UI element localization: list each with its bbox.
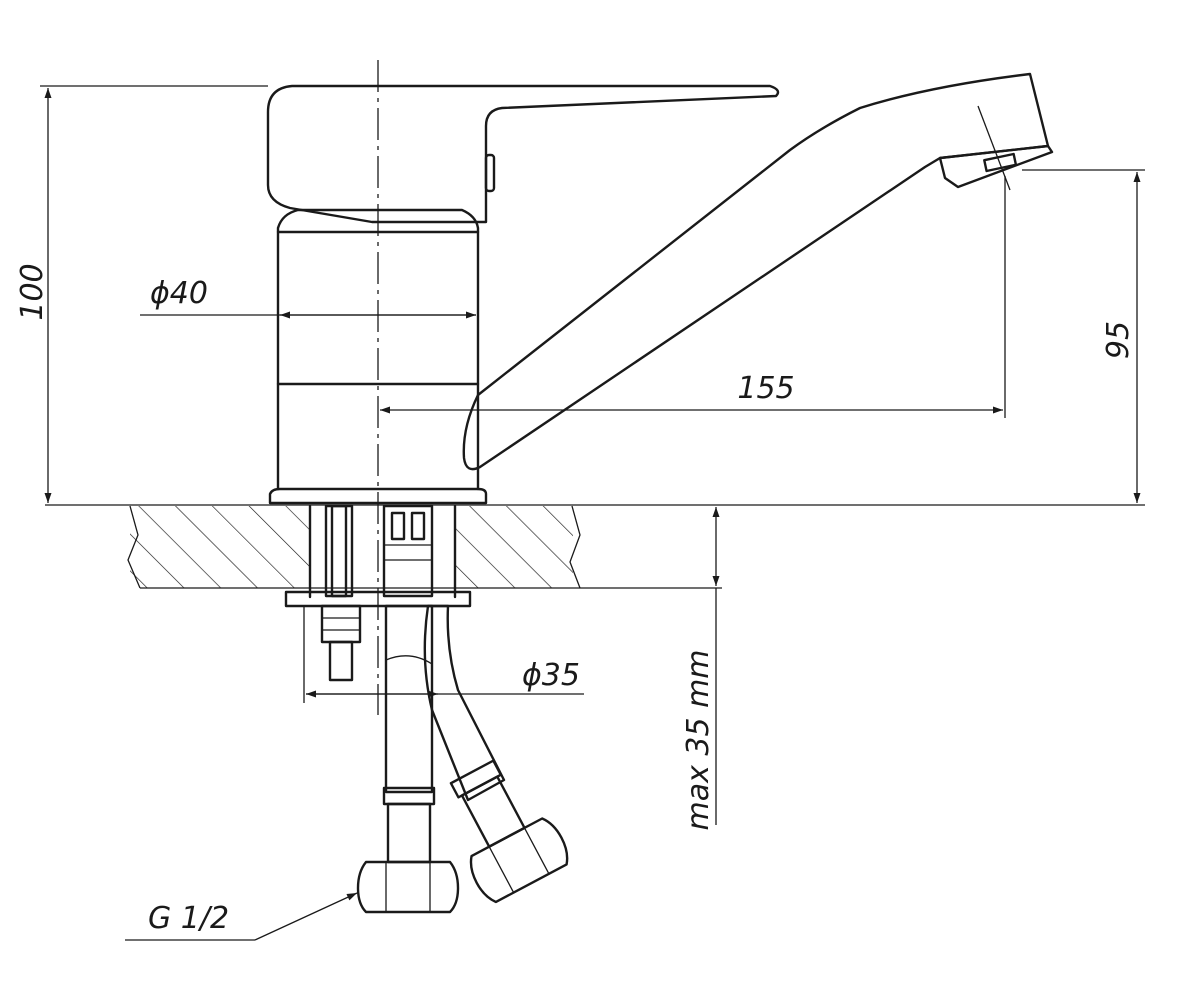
mounting-assembly (284, 504, 472, 682)
label-spout-height: 95 (1101, 321, 1136, 359)
dimension-counter-thickness: max 35 mm (681, 507, 720, 831)
label-spout-reach: 155 (737, 371, 794, 406)
lever-cap (266, 84, 780, 224)
hose-angled-end (449, 759, 569, 904)
label-mounting-diameter: ϕ35 (522, 658, 580, 693)
lever-handle (266, 84, 780, 224)
dimension-body-diameter: ϕ40 (140, 276, 476, 319)
mounting-rod (328, 640, 354, 682)
aerator (938, 144, 1054, 189)
hose-fitting-slot-left (390, 511, 406, 541)
countertop-break-right (569, 505, 581, 589)
mounting-washer (284, 590, 472, 608)
dimension-mounting-diameter: ϕ35 (303, 606, 584, 703)
dimension-overall-height: 100 (15, 85, 268, 503)
mount-stud-core (330, 504, 348, 598)
hose-overlap-line (385, 655, 433, 665)
dimension-spout-height: 95 (1022, 169, 1145, 503)
hose-fitting-slot-right (410, 511, 426, 541)
hose-angled (423, 604, 506, 802)
countertop-hatch-right (455, 506, 573, 588)
mount-stud (324, 504, 354, 598)
callout-connection-thread: G 1/2 (125, 892, 358, 941)
hex-nut-flat-4 (523, 827, 550, 875)
countertop-section (45, 504, 1145, 589)
hose-straight-hex-nut (356, 860, 460, 914)
leader-arrow (254, 892, 358, 941)
spout-tube (462, 72, 1050, 471)
mounting-nut (320, 604, 362, 644)
dimension-spout-reach: 155 (380, 176, 1006, 418)
countertop-break-left (127, 505, 141, 589)
flexible-hoses (356, 604, 569, 914)
hose-straight-ferrule (382, 786, 436, 806)
hex-nut-flat-3 (488, 846, 515, 893)
hose-straight (384, 604, 434, 794)
label-overall-height: 100 (15, 263, 50, 320)
label-connection-thread: G 1/2 (148, 901, 229, 936)
lever-button (484, 153, 496, 193)
countertop-hatch-left (130, 506, 310, 588)
label-max-counter-thickness: max 35 mm (681, 649, 716, 830)
hose-fitting (382, 504, 434, 598)
hose-straight-sleeve (386, 802, 432, 864)
label-body-diameter: ϕ40 (150, 276, 208, 311)
hose-angled-hex-nut (469, 817, 569, 904)
